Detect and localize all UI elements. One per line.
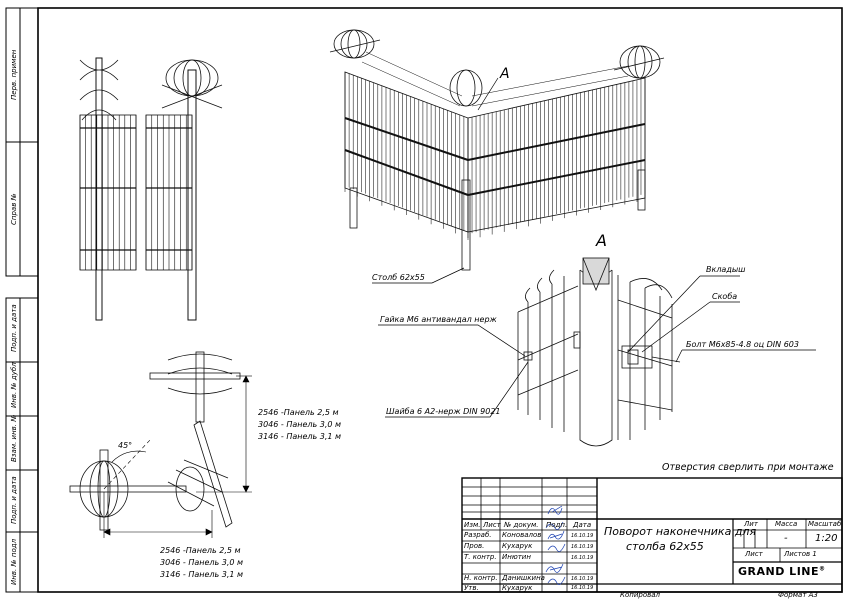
- view-a-detail-title: A: [595, 231, 607, 250]
- tb-header-izm: Изм.: [464, 521, 481, 529]
- dim-horizontal-label: 3146 - Панель 3,1 м: [160, 570, 243, 579]
- signatures: [545, 505, 566, 585]
- inserts-label: Вкладыш: [706, 265, 746, 274]
- tb-name: Данишкина: [502, 574, 545, 582]
- washer-label: Шайба 6 А2-нерж DIN 9021: [386, 407, 501, 416]
- bolt-label: Болт М6х85-4.8 оц DIN 603: [686, 340, 799, 349]
- brand-name: GRAND LINE: [738, 565, 820, 578]
- leader-post: [372, 267, 465, 284]
- tb-role: Утв.: [464, 584, 479, 592]
- isometric-fence-view: [329, 29, 665, 271]
- tb-scale-value: 1:20: [815, 533, 838, 544]
- tb-lit-label: Лит: [744, 520, 758, 528]
- tb-role: Т. контр.: [464, 553, 497, 561]
- drawing-title: Поворот наконечника для: [604, 525, 757, 538]
- stamp-label: Подп. и дата: [10, 304, 18, 352]
- tb-name: Кухарук: [502, 542, 533, 550]
- bracket-label: Скоба: [712, 292, 737, 301]
- tb-format: Формат А3: [778, 591, 818, 599]
- tb-copied: Копировал: [620, 591, 660, 599]
- nut-label: Гайка М6 антивандал нерж: [380, 315, 498, 324]
- side-view-panel-left: [79, 57, 137, 321]
- brand-mark: ®: [819, 565, 826, 573]
- tb-name: Инютин: [502, 553, 531, 561]
- tb-sheets-label: Листов 1: [784, 550, 817, 558]
- tb-scale-label: Масштаб: [808, 520, 842, 528]
- dim-vertical-label: 2546 -Панель 2,5 м: [258, 408, 339, 417]
- post-label: Столб 62х55: [372, 273, 425, 282]
- tb-date: 16.10.19: [571, 576, 594, 582]
- tb-header-date: Дата: [573, 521, 592, 529]
- stamp-label: Инв. № подл: [10, 538, 18, 585]
- tb-role: Разраб.: [464, 531, 492, 539]
- tb-name: Кухарук: [502, 584, 533, 592]
- dim-horizontal-label: 2546 -Панель 2,5 м: [160, 546, 241, 555]
- tb-date: 16.10.19: [571, 533, 594, 539]
- side-view-panel-right: [145, 59, 223, 321]
- plan-dimensions: [103, 375, 252, 538]
- tb-date: 16.10.19: [571, 555, 594, 561]
- view-a-marker: A: [499, 66, 510, 82]
- title-block: [461, 477, 843, 593]
- dim-vertical-label: 3046 - Панель 3,0 м: [258, 420, 341, 429]
- stamp-label: Подп. и дата: [10, 476, 18, 524]
- plan-view: [69, 351, 241, 531]
- tb-mass-value: -: [784, 533, 788, 544]
- tb-sheet-label: Лист: [745, 550, 763, 558]
- dim-horizontal-label: 3046 - Панель 3,0 м: [160, 558, 243, 567]
- tb-header-sign: Подп.: [546, 521, 568, 529]
- tb-header-list: Лист: [483, 521, 501, 529]
- leader-view-a: [477, 77, 499, 111]
- stamp-label: Справ №: [10, 193, 18, 225]
- stamp-label: Перв. примен: [10, 49, 18, 100]
- stamp-label: Взам. инв. №: [10, 414, 18, 462]
- brand-logo: GRAND LINE®: [738, 566, 826, 577]
- drawing-title: столба 62х55: [626, 540, 704, 553]
- tb-role: Пров.: [464, 542, 485, 550]
- tb-role: Н. контр.: [464, 574, 498, 582]
- holes-note: Отверстия сверлить при монтаже: [662, 462, 834, 473]
- tb-name: Коновалов: [502, 531, 542, 539]
- tb-mass-label: Масса: [775, 520, 798, 528]
- stamp-label: Инв. № дубл: [10, 362, 18, 408]
- dim-vertical-label: 3146 - Панель 3,1 м: [258, 432, 341, 441]
- angle-label: 45°: [118, 441, 132, 450]
- tb-date: 16.10.19: [571, 585, 594, 591]
- detail-a-leaders: [378, 275, 816, 418]
- tb-date: 16.10.19: [571, 544, 594, 550]
- detail-a-view: [517, 257, 681, 447]
- left-stamp-column: [5, 7, 39, 593]
- tb-header-doc: № докум.: [504, 521, 539, 529]
